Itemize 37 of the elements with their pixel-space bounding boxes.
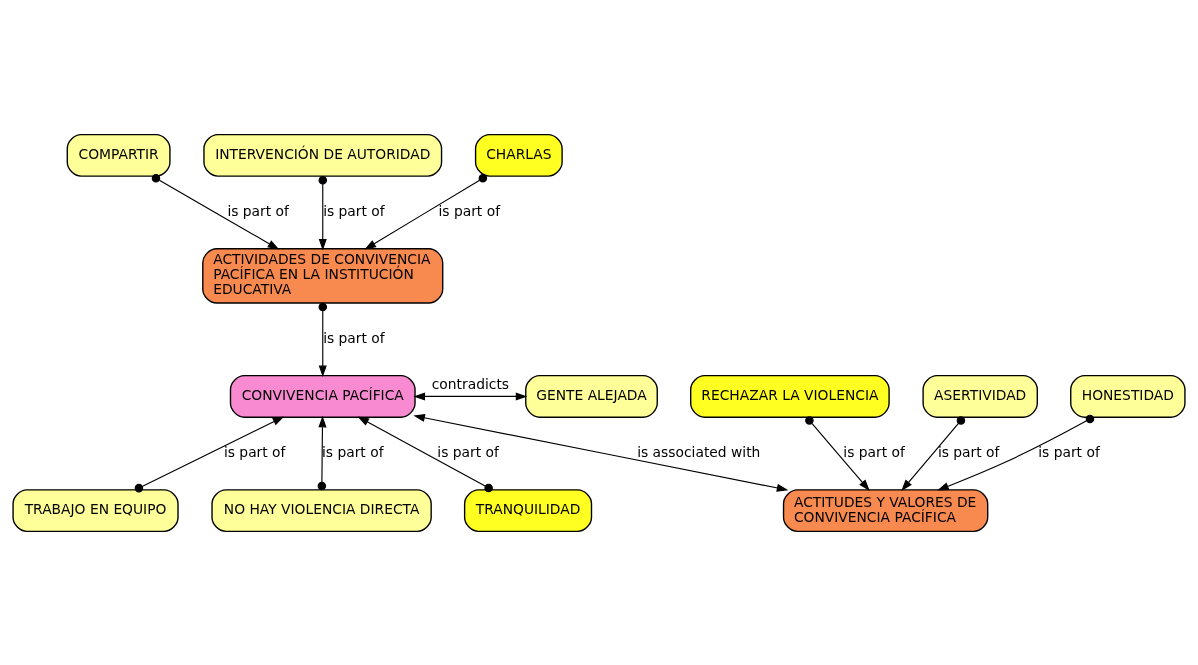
edge-label: is part of	[1038, 443, 1100, 460]
arrow	[937, 414, 1095, 490]
edge-label: is part of	[321, 443, 384, 460]
node-box: CHARLAS	[474, 133, 563, 177]
node-box: GENTE ALEJADA	[525, 374, 658, 418]
arrow	[318, 302, 328, 377]
node-box: HONESTIDAD	[1070, 374, 1186, 418]
arrow	[318, 175, 328, 251]
node-box: NO HAY VIOLENCIA DIRECTA	[211, 488, 432, 532]
edge-label: is part of	[843, 443, 905, 460]
edge-label: is part of	[437, 443, 499, 460]
arrow	[364, 173, 488, 250]
node-box: TRABAJO EN EQUIPO	[12, 488, 179, 532]
edge-label: is part of	[323, 329, 385, 346]
arrow	[357, 416, 493, 492]
arrow	[805, 415, 870, 491]
edge-label: contradicts	[431, 375, 510, 392]
node-box: ACTIVIDADES DE CONVIVENCIA PACÍFICA EN LA INSTITUCIÓN EDUCATIVA	[202, 247, 444, 304]
node-box: INTERVENCIÓN DE AUTORIDAD	[203, 133, 443, 177]
arrow	[134, 416, 285, 492]
edge-label: is part of	[223, 443, 286, 460]
arrow	[413, 391, 528, 400]
arrow	[413, 413, 789, 492]
edge-label: is part of	[438, 202, 501, 219]
arrow	[151, 173, 280, 250]
node-box: CONVIVENCIA PACÍFICA	[229, 374, 416, 418]
arrow	[901, 415, 966, 491]
edge-label: is part of	[227, 202, 289, 219]
edge-label: is part of	[937, 443, 1000, 460]
node-box: TRANQUILIDAD	[463, 488, 593, 532]
node-box: RECHAZAR LA VIOLENCIA	[690, 374, 890, 418]
node-box: ASERTIVIDAD	[922, 374, 1038, 418]
edge-label: is associated with	[637, 443, 761, 460]
edge-label: is part of	[323, 202, 385, 219]
node-box: COMPARTIR	[66, 133, 171, 177]
node-box: ACTITUDES Y VALORES DE CONVIVENCIA PACÍFICA	[782, 488, 989, 532]
arrow	[317, 415, 327, 490]
